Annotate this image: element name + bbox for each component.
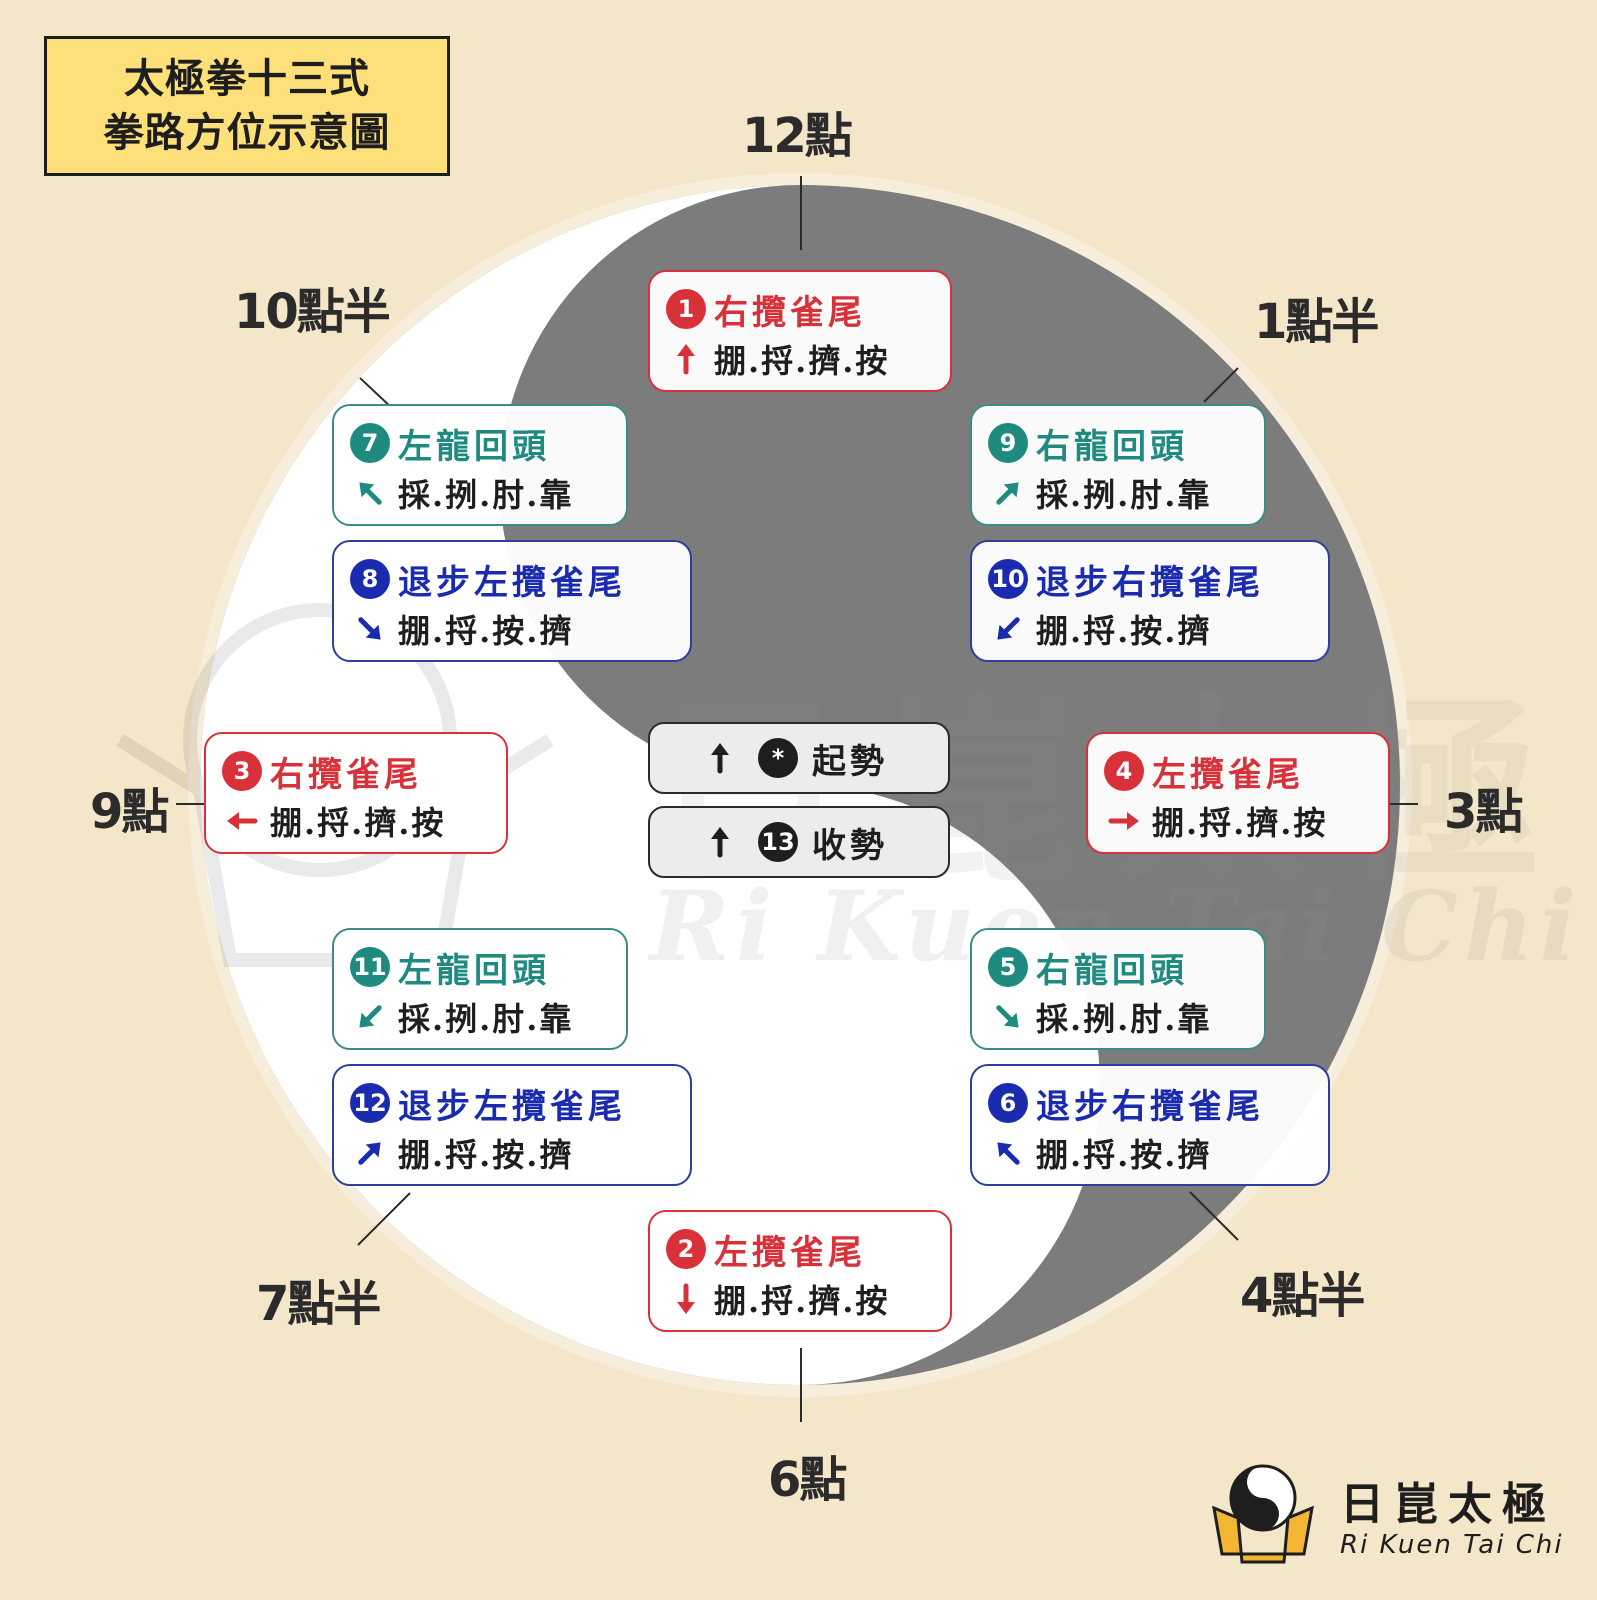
closing-number-badge: 13 <box>758 822 798 862</box>
form-moves: 掤.捋.按.擠 <box>398 1136 574 1174</box>
form-moves: 採.挒.肘.靠 <box>398 1000 574 1038</box>
clock-label-10-half: 10點半 <box>234 284 391 340</box>
logo-text-cn: 日崑太極 <box>1340 1479 1556 1530</box>
clock-label-6: 6點 <box>768 1452 847 1508</box>
clock-label-3: 3點 <box>1444 784 1523 840</box>
form-moves: 採.挒.肘.靠 <box>398 476 574 514</box>
form-name: 右龍回頭 <box>1036 950 1188 991</box>
form-moves: 掤.捋.按.擠 <box>398 612 574 650</box>
form-moves: 掤.捋.按.擠 <box>1036 1136 1212 1174</box>
arrow-left-icon <box>222 801 262 841</box>
arrow-up-icon <box>700 738 740 778</box>
clock-label-9: 9點 <box>90 784 169 840</box>
step-number-badge: 1 <box>666 289 706 329</box>
tick-12 <box>800 176 802 250</box>
form-moves: 掤.捋.擠.按 <box>1152 804 1328 842</box>
clock-label-12: 12點 <box>742 108 853 164</box>
arrow-up-left-icon <box>988 1133 1028 1173</box>
form-moves: 採.挒.肘.靠 <box>1036 476 1212 514</box>
step-number-badge: 12 <box>350 1083 390 1123</box>
arrow-right-icon <box>1104 801 1144 841</box>
step-number-badge: 4 <box>1104 751 1144 791</box>
step-number-badge: 5 <box>988 947 1028 987</box>
logo-text-en: Ri Kuen Tai Chi <box>1340 1530 1564 1560</box>
yang-dot <box>740 1033 860 1153</box>
form-moves: 掤.捋.擠.按 <box>270 804 446 842</box>
form-name: 左攬雀尾 <box>1152 754 1304 795</box>
start-posture-name: 起勢 <box>812 741 888 782</box>
form-name: 左攬雀尾 <box>714 1232 866 1273</box>
start-symbol-badge: * <box>758 738 798 778</box>
step-number-badge: 7 <box>350 423 390 463</box>
closing-posture-pill: 13 收勢 <box>648 806 950 878</box>
clock-label-1-half: 1點半 <box>1254 294 1379 350</box>
arrow-down-right-icon <box>350 609 390 649</box>
form-name: 左龍回頭 <box>398 426 550 467</box>
step-number-badge: 10 <box>988 559 1028 599</box>
step-number-badge: 9 <box>988 423 1028 463</box>
arrow-up-icon <box>700 822 740 862</box>
form-name: 退步右攬雀尾 <box>1036 562 1264 603</box>
step-number-badge: 2 <box>666 1229 706 1269</box>
title-line-1: 太極拳十三式 <box>124 56 370 102</box>
step-number-badge: 6 <box>988 1083 1028 1123</box>
arrow-down-icon <box>666 1279 706 1319</box>
form-name: 退步左攬雀尾 <box>398 562 626 603</box>
logo-emblem <box>1212 1464 1314 1564</box>
step-number-badge: 8 <box>350 559 390 599</box>
step-number-badge: 3 <box>222 751 262 791</box>
form-moves: 掤.捋.擠.按 <box>714 342 890 380</box>
yin-dot <box>740 449 860 569</box>
start-posture-pill: * 起勢 <box>648 722 950 794</box>
arrow-up-right-icon <box>350 1133 390 1173</box>
form-name: 右龍回頭 <box>1036 426 1188 467</box>
arrow-up-right-icon <box>988 473 1028 513</box>
title-line-2: 拳路方位示意圖 <box>103 110 391 156</box>
closing-posture-name: 收勢 <box>812 825 888 866</box>
arrow-down-right-icon <box>988 997 1028 1037</box>
tick-9 <box>176 803 206 805</box>
arrow-up-icon <box>666 339 706 379</box>
tick-6 <box>800 1348 802 1422</box>
arrow-up-left-icon <box>350 473 390 513</box>
clock-label-7-half: 7點半 <box>256 1276 381 1332</box>
tick-3 <box>1380 803 1418 805</box>
form-name: 左龍回頭 <box>398 950 550 991</box>
form-name: 退步左攬雀尾 <box>398 1086 626 1127</box>
form-name: 退步右攬雀尾 <box>1036 1086 1264 1127</box>
form-name: 右攬雀尾 <box>270 754 422 795</box>
step-number-badge: 11 <box>350 947 390 987</box>
form-name: 右攬雀尾 <box>714 292 866 333</box>
arrow-down-left-icon <box>350 997 390 1037</box>
form-moves: 掤.捋.擠.按 <box>714 1282 890 1320</box>
title-box: 太極拳十三式 拳路方位示意圖 <box>44 36 450 176</box>
clock-label-4-half: 4點半 <box>1240 1268 1365 1324</box>
form-moves: 掤.捋.按.擠 <box>1036 612 1212 650</box>
form-moves: 採.挒.肘.靠 <box>1036 1000 1212 1038</box>
arrow-down-left-icon <box>988 609 1028 649</box>
